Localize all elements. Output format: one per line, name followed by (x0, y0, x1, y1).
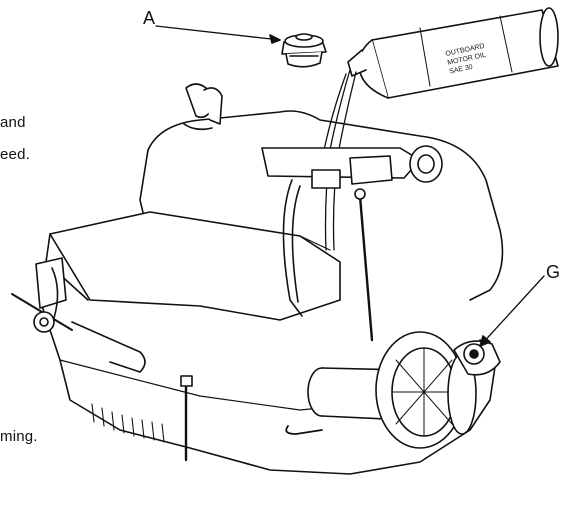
oil-fill-cap (281, 33, 327, 68)
flywheel (375, 331, 477, 449)
caption-fragment: ming. (0, 428, 38, 445)
leader-a (155, 25, 281, 41)
can-label-line-3: SAE 30 (449, 64, 474, 76)
oil-drain-plug (453, 340, 501, 376)
oil-can (347, 7, 559, 99)
leader-g (479, 275, 545, 347)
callout-a-label: A (143, 8, 156, 28)
carburetor (183, 83, 443, 189)
caption-fragment: eed. (0, 146, 30, 163)
engine-body (11, 110, 504, 475)
callout-g-label: G (546, 262, 561, 282)
caption-fragment: and (0, 114, 26, 131)
